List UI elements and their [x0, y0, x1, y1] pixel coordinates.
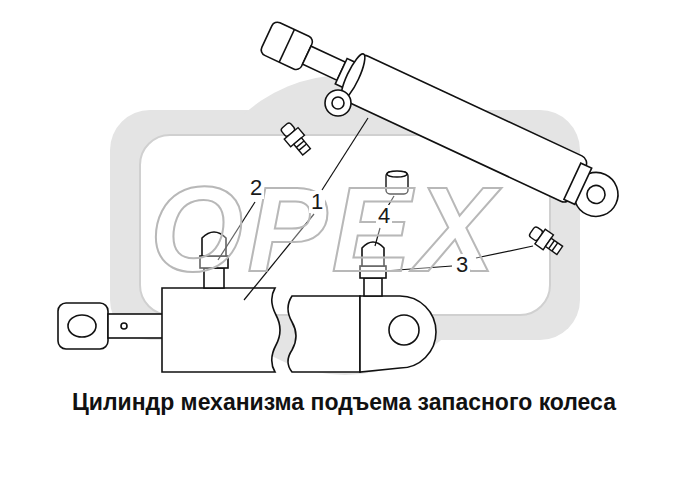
port-boss [325, 90, 351, 116]
grease-fitting [278, 120, 314, 158]
callout-number: 3 [454, 254, 470, 276]
caption: Цилиндр механизма подъема запасного коле… [72, 382, 652, 422]
callout-number: 2 [248, 177, 264, 199]
callout-number: 1 [309, 191, 325, 213]
watermark-gear [110, 75, 580, 375]
grease-fitting [527, 223, 565, 257]
callout-number: 4 [376, 205, 392, 227]
watermark: OPEX [150, 160, 499, 298]
watermark-panel [140, 135, 550, 315]
